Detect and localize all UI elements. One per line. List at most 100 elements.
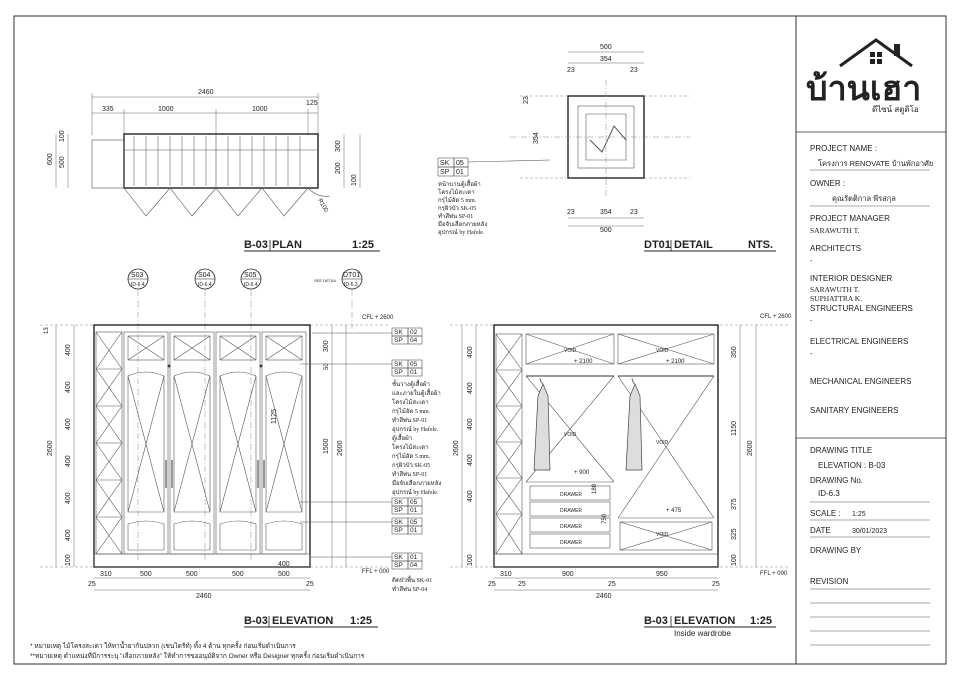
plan-cabinet-body xyxy=(123,133,319,189)
detail-title-name: DETAIL xyxy=(674,239,713,251)
tag-num: 01 xyxy=(410,554,418,561)
note-line: กรุไม้อัด 5 mm. xyxy=(392,452,431,460)
tag-code: SP xyxy=(394,562,403,569)
inside-title-scale: 1:25 xyxy=(750,615,772,627)
plan-title-name: PLAN xyxy=(272,239,302,251)
elev-dim-2600: 2600 xyxy=(47,440,54,456)
level-marker: + 475 xyxy=(666,508,682,514)
drawing-title-label: DRAWING TITLE xyxy=(810,446,872,455)
tag-sk05-sp01-a: SK 05 SP 01 xyxy=(300,359,423,377)
plan-dim-100r: 100 xyxy=(351,174,358,186)
note-line: อุปกรณ์ by Hafele. xyxy=(392,425,439,433)
tag-sk01-sp04: SK 01 SP 04 ติดบัวพื้น SK-01 ทำสีพ่น SP-… xyxy=(310,552,432,593)
elev-dim-400: 400 xyxy=(65,529,72,541)
void-label: VOID xyxy=(564,348,577,354)
dt-dim-side-354: 354 xyxy=(533,132,540,144)
elevation-title-name: ELEVATION xyxy=(272,615,333,627)
tag-num: 01 xyxy=(410,527,418,534)
tag-code: SP xyxy=(394,369,403,376)
scale-value: 1:25 xyxy=(852,511,866,518)
plan-title-scale: 1:25 xyxy=(352,239,374,251)
inside-dim-100-r: 100 xyxy=(731,554,738,566)
plan-dim-1000a: 1000 xyxy=(158,106,174,113)
tag-code: SK xyxy=(394,554,403,561)
elev-dim-400: 400 xyxy=(65,492,72,504)
inside-elevation: CFL + 2600 FFL + 000 VOID VOID DRAWER DR… xyxy=(450,314,792,638)
interior-designer-2: SUPHATTRA K. xyxy=(810,294,862,303)
front-elevation: S03 ID-6.4 S04 ID-6.4 S05 ID-6.4 DT01 ID… xyxy=(40,268,394,628)
section-label: S03 xyxy=(131,272,144,279)
void-label: VOID xyxy=(656,348,669,354)
plan-note: SK 05 SP 01 หน้าบานตู้เสื้อผ้า โครงไม้สะ… xyxy=(437,157,551,236)
dt-dim-side-23: 23 xyxy=(523,96,530,104)
tag-num: 04 xyxy=(410,562,418,569)
tag-sk05-sp01-c: SK 05 SP 01 xyxy=(300,517,423,535)
elev-dim-400-r: 400 xyxy=(278,561,290,568)
tag-code: SK xyxy=(394,329,403,336)
note-line: อุปกรณ์ by Hafele. xyxy=(392,488,439,496)
tag-code: SP xyxy=(394,527,403,534)
tag-num: 01 xyxy=(410,507,418,514)
front-cabinet-body xyxy=(93,324,311,568)
inside-dim-188: 188 xyxy=(592,483,598,494)
dt-dim-23b: 23 xyxy=(630,67,638,74)
house-roof-icon xyxy=(839,38,913,68)
tag-code: SP xyxy=(394,337,403,344)
tag-code: SK xyxy=(440,160,450,167)
plan-view: 2460 335 1000 1000 125 R100 600 100 xyxy=(47,89,380,252)
note-line: ทำสีพ่น SP-01 xyxy=(392,470,427,478)
elevation-note: ชั้นวางตู้เสื้อผ้า และภายในตู้เสื้อผ้า โ… xyxy=(392,378,441,496)
note-line: ทำสีพ่น SP-01 xyxy=(392,416,427,424)
project-manager-value: SARAWUTH T. xyxy=(810,226,860,235)
drawing-no-label: DRAWING No. xyxy=(810,476,863,485)
inside-dim-375: 375 xyxy=(731,498,738,510)
section-label: S05 xyxy=(244,272,257,279)
level-marker: + 2100 xyxy=(574,359,593,365)
electrical-value: - xyxy=(810,351,813,358)
note-line: มือจับเลือกภายหลัง xyxy=(392,479,441,487)
elev-dim-500: 500 xyxy=(140,571,152,578)
inside-dim-350: 350 xyxy=(731,346,738,358)
elev-dim-100: 100 xyxy=(65,554,72,566)
dt-dim-23a: 23 xyxy=(567,67,575,74)
drawing-title-value: ELEVATION : B-03 xyxy=(818,461,886,470)
inside-title-name: ELEVATION xyxy=(674,615,735,627)
inside-dim-400: 400 xyxy=(467,418,474,430)
inside-dim-2600-r: 2600 xyxy=(747,440,754,456)
elev-dim-1125: 1125 xyxy=(271,409,278,424)
mechanical-label: MECHANICAL ENGINEERS xyxy=(810,377,912,386)
tag-num: 02 xyxy=(410,329,418,336)
detail-title-scale: NTS. xyxy=(748,239,773,251)
tag-code: SP xyxy=(440,169,450,176)
inside-dim-400: 400 xyxy=(467,490,474,502)
plan-dim-335: 335 xyxy=(102,106,114,113)
elev-dim-2600-r: 2600 xyxy=(337,440,344,456)
tag-code: SK xyxy=(394,361,403,368)
note-line: หน้าบานตู้เสื้อผ้า xyxy=(438,178,481,188)
plan-hangers xyxy=(133,136,301,186)
elev-dim-400: 400 xyxy=(65,381,72,393)
tag-num: 04 xyxy=(410,337,418,344)
note-line: ตู้เสื้อผ้า xyxy=(392,432,412,442)
sanitary-label: SANITARY ENGINEERS xyxy=(810,406,898,415)
ffl-label: FFL + 000 xyxy=(362,569,390,575)
note-line: กรุไม้อัด 5 mm. xyxy=(392,407,431,415)
inside-dim-325: 325 xyxy=(731,528,738,540)
inside-dim-25: 25 xyxy=(488,581,496,588)
section-sheet: ID-6.4 xyxy=(198,282,212,288)
structural-value: - xyxy=(810,318,813,325)
footer-note-1: * หมายเหตุ ไม้โครงสะเดา ให้ทาน้ำยากันปลว… xyxy=(30,641,296,650)
inside-dim-750: 750 xyxy=(602,513,608,524)
plan-door-swing xyxy=(123,187,309,217)
drawer-label: DRAWER xyxy=(560,508,582,514)
note-line: กรุไม้อัด 5 mm. xyxy=(438,196,477,204)
tag-num: 05 xyxy=(410,519,418,526)
elev-dim-2460: 2460 xyxy=(196,593,212,600)
elev-dim-25: 25 xyxy=(306,581,314,588)
dt-dim-354-top: 354 xyxy=(600,56,612,63)
elev-dim-400: 400 xyxy=(65,418,72,430)
tag-sk02-sp04: SK 02 SP 04 xyxy=(312,327,423,345)
plan-dim-125: 125 xyxy=(306,100,318,107)
sheet-border xyxy=(13,15,947,665)
